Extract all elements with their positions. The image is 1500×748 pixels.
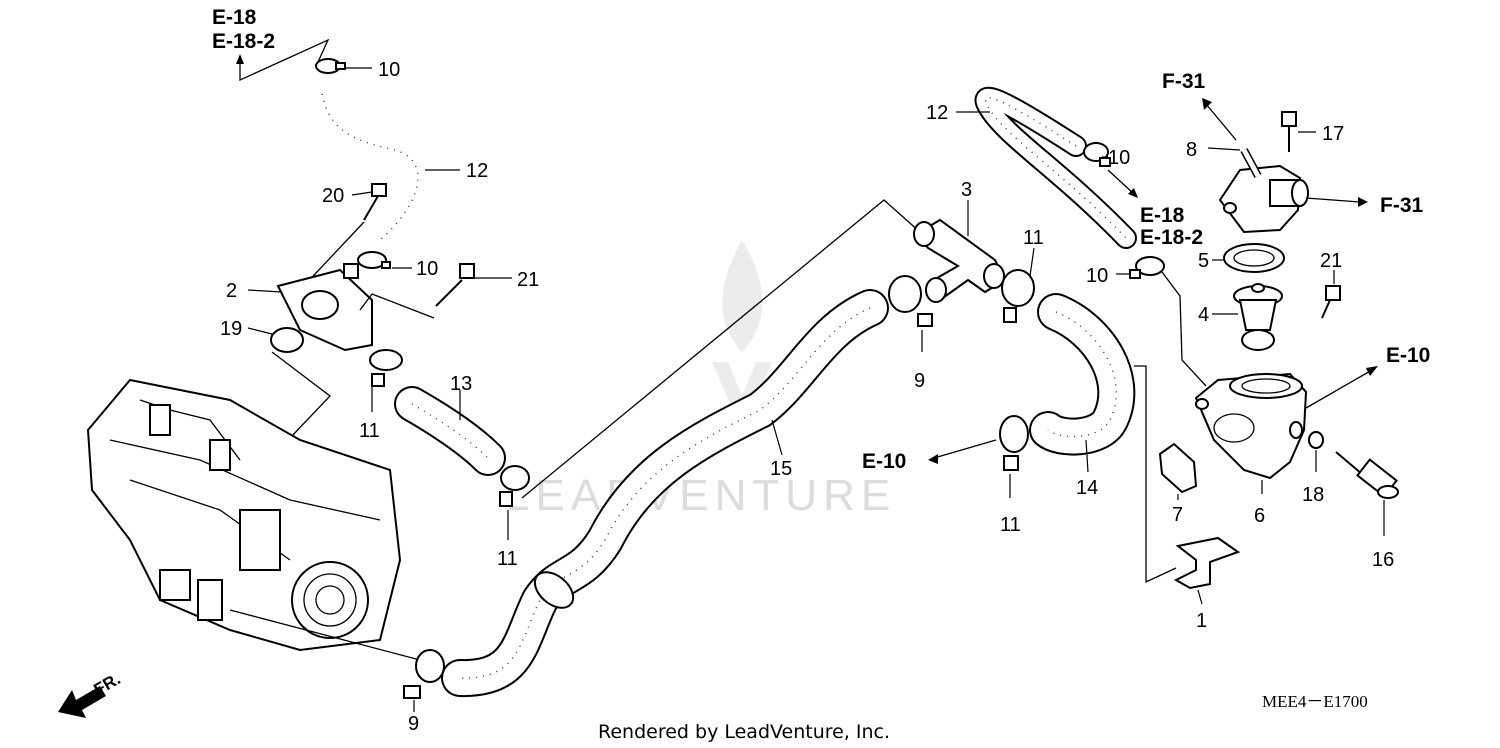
ref-e18-2-top-left[interactable]: E-18-2 [212,30,275,53]
ref-f31-right[interactable]: F-31 [1380,194,1424,217]
callout-15[interactable]: 15 [770,458,792,480]
hose-13[interactable] [394,386,506,476]
bolt-21-left[interactable] [435,263,475,307]
gasket-7[interactable] [1158,442,1198,494]
thermostat-4[interactable] [1233,283,1283,351]
hose-clamp-10-right-mid[interactable] [1129,256,1165,279]
o-ring-19[interactable] [270,327,304,353]
hose-clamp-11-left[interactable] [369,349,403,387]
hose-14[interactable] [1029,293,1136,456]
bolt-21-right[interactable] [1321,285,1341,319]
callout-10-a[interactable]: 10 [378,59,400,81]
callout-20[interactable]: 20 [322,185,344,207]
callout-11-c[interactable]: 11 [1023,227,1044,249]
callout-5[interactable]: 5 [1198,250,1209,272]
bolt-20[interactable] [363,183,387,221]
callout-11-d[interactable]: 11 [1000,514,1021,536]
arrow-up-left-icon [1202,98,1212,110]
hose-15[interactable] [441,289,889,698]
callout-9-a[interactable]: 9 [408,713,419,735]
hose-clamp-11-lower-left[interactable] [499,465,530,507]
gasket-5[interactable] [1223,243,1285,273]
callout-11-a[interactable]: 11 [359,420,380,442]
ref-e10-center[interactable]: E-10 [862,450,906,473]
watermark: LEADVENTURE [505,240,896,520]
callout-8[interactable]: 8 [1186,139,1197,161]
callout-1[interactable]: 1 [1196,610,1207,632]
arrow-down-right-icon [1128,188,1138,198]
hose-clamp-11-center-lower[interactable] [999,415,1029,471]
hose-clamp-9-bottom[interactable] [403,649,445,699]
callout-13[interactable]: 13 [450,373,472,395]
hose-clamp-10-top[interactable] [315,58,346,74]
callout-19[interactable]: 19 [220,318,242,340]
ref-e10-right[interactable]: E-10 [1386,344,1430,367]
callout-11-b[interactable]: 11 [497,548,518,570]
diagram-code: MEE4－E1700 [1262,692,1368,711]
callout-17[interactable]: 17 [1322,123,1344,145]
watermark-text: LEADVENTURE [505,471,896,520]
hose-clamp-11-center[interactable] [1001,269,1035,323]
arrow-right-icon [1358,197,1368,207]
callout-10-b[interactable]: 10 [416,258,438,280]
callout-12-b[interactable]: 12 [926,102,948,124]
ref-e18-right[interactable]: E-18 [1140,204,1185,227]
hose-clamp-9-center[interactable] [888,275,933,327]
bolt-17[interactable] [1281,111,1297,152]
bracket-1[interactable] [1173,536,1241,590]
front-direction-arrow: FR. [58,669,124,718]
callout-2[interactable]: 2 [226,280,237,302]
arrow-up-icon [236,54,244,64]
ref-e18-2-right[interactable]: E-18-2 [1140,226,1203,249]
callout-4[interactable]: 4 [1198,304,1209,326]
callout-6[interactable]: 6 [1254,505,1265,527]
callout-21-a[interactable]: 21 [517,269,539,291]
temperature-sensor-16[interactable] [1335,451,1399,499]
ref-e18-top-left[interactable]: E-18 [212,6,257,29]
hose-clamp-10-mid-left[interactable] [357,251,391,269]
ref-e18-leader [239,38,330,82]
hose-12-left[interactable] [314,86,426,248]
thermostat-housing-6[interactable] [1194,372,1308,480]
washer-18[interactable] [1308,431,1324,449]
hose-clamp-10-right-top[interactable] [1083,142,1111,167]
callout-12-a[interactable]: 12 [466,160,488,182]
arrow-left-icon [928,454,938,464]
callout-10-d[interactable]: 10 [1086,265,1108,287]
callout-3[interactable]: 3 [961,179,972,201]
callout-21-b[interactable]: 21 [1320,250,1342,272]
callout-9-b[interactable]: 9 [914,370,925,392]
callout-10-c[interactable]: 10 [1108,147,1130,169]
arrow-up-right-icon [1366,366,1378,376]
callout-18[interactable]: 18 [1302,484,1324,506]
callout-16[interactable]: 16 [1372,549,1394,571]
thermostat-cover-8[interactable] [1218,148,1309,234]
footer-credit: Rendered by LeadVenture, Inc. [598,721,890,743]
water-outlet-housing-2[interactable] [276,263,373,352]
hose-12-right[interactable] [974,86,1137,249]
engine-block [86,378,402,652]
callout-14[interactable]: 14 [1076,477,1098,499]
t-joint-3[interactable] [913,218,1007,303]
callout-7[interactable]: 7 [1172,504,1183,526]
ref-f31-top[interactable]: F-31 [1162,70,1206,93]
